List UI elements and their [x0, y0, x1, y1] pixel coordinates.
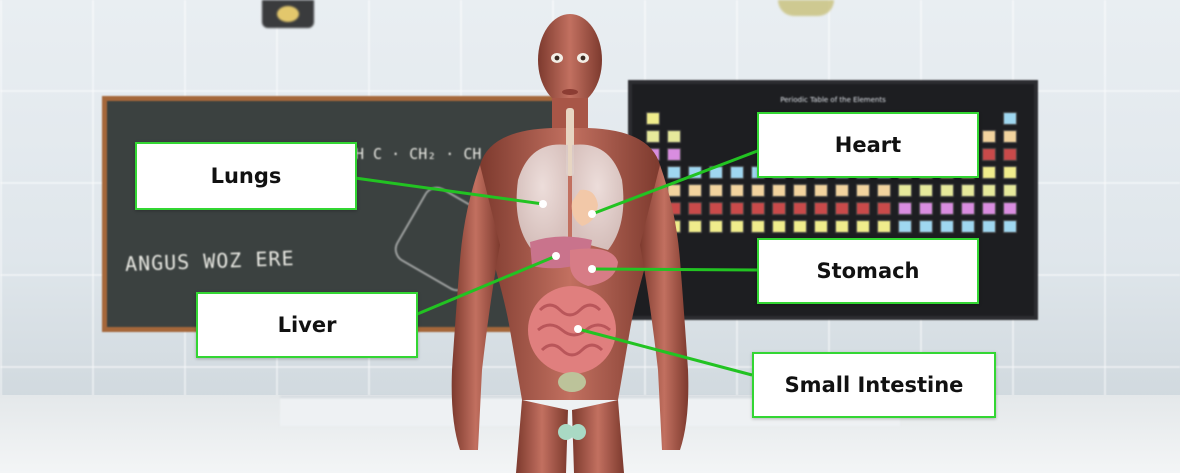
- stomach-leader-line: [592, 269, 758, 270]
- lungs-leader-line: [355, 178, 543, 204]
- liver-leader-line: [415, 256, 556, 315]
- lungs-label[interactable]: Lungs: [135, 142, 357, 210]
- liver-label[interactable]: Liver: [196, 292, 418, 358]
- liver-anchor-dot: [552, 252, 560, 260]
- heart-label[interactable]: Heart: [757, 112, 979, 178]
- small-intestine-label[interactable]: Small Intestine: [752, 352, 996, 418]
- lungs-anchor-dot: [539, 200, 547, 208]
- stomach-label[interactable]: Stomach: [757, 238, 979, 304]
- small-intestine-anchor-dot: [574, 325, 582, 333]
- small-intestine-leader-line: [578, 329, 752, 375]
- stomach-anchor-dot: [588, 265, 596, 273]
- heart-anchor-dot: [588, 210, 596, 218]
- heart-leader-line: [592, 150, 760, 214]
